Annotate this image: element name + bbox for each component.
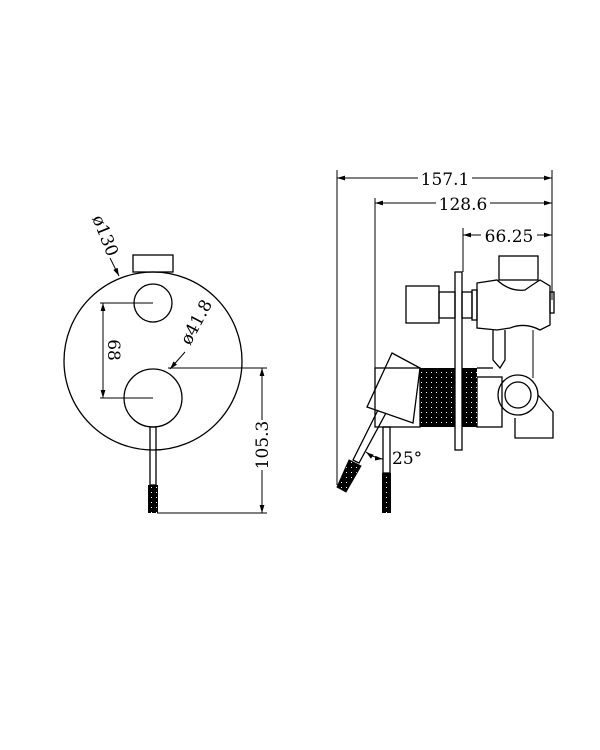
handle-grip (148, 485, 158, 513)
dimension-label-157-1: 157.1 (421, 170, 470, 190)
dimension-label-diameter-130: ø130 (87, 212, 122, 259)
dimension-label-diameter-41-8: ø41.8 (177, 296, 217, 348)
angle-label: 25° (392, 449, 422, 469)
top-outlet (498, 255, 539, 281)
lever-arm-vertical (382, 426, 391, 474)
lever-block (366, 352, 421, 424)
inlet-fitting (497, 374, 539, 416)
side-view: 157.1 128.6 66.25 25° (336, 168, 555, 513)
lever-grip-rotated (336, 459, 362, 493)
dimension-label-105-3: 105.3 (253, 421, 273, 470)
dimension-label-68: 68 (103, 339, 123, 361)
front-view: 68 105.3 ø41.8 ø130 (63, 212, 273, 514)
lower-body (476, 376, 503, 428)
angle-arc (365, 451, 384, 461)
valve-body (476, 279, 551, 331)
knurled-sleeve (420, 368, 455, 427)
top-tab (132, 254, 174, 273)
lever-arm-rotated (352, 409, 387, 464)
dimension-label-128-6: 128.6 (439, 195, 488, 215)
wall-plate (454, 271, 463, 451)
cover-plate-circle (63, 271, 243, 451)
lever-grip-vertical (382, 473, 391, 513)
dimension-label-66-25: 66.25 (485, 227, 534, 247)
diverter-knob-side (405, 285, 440, 324)
handle-stem (149, 426, 157, 486)
